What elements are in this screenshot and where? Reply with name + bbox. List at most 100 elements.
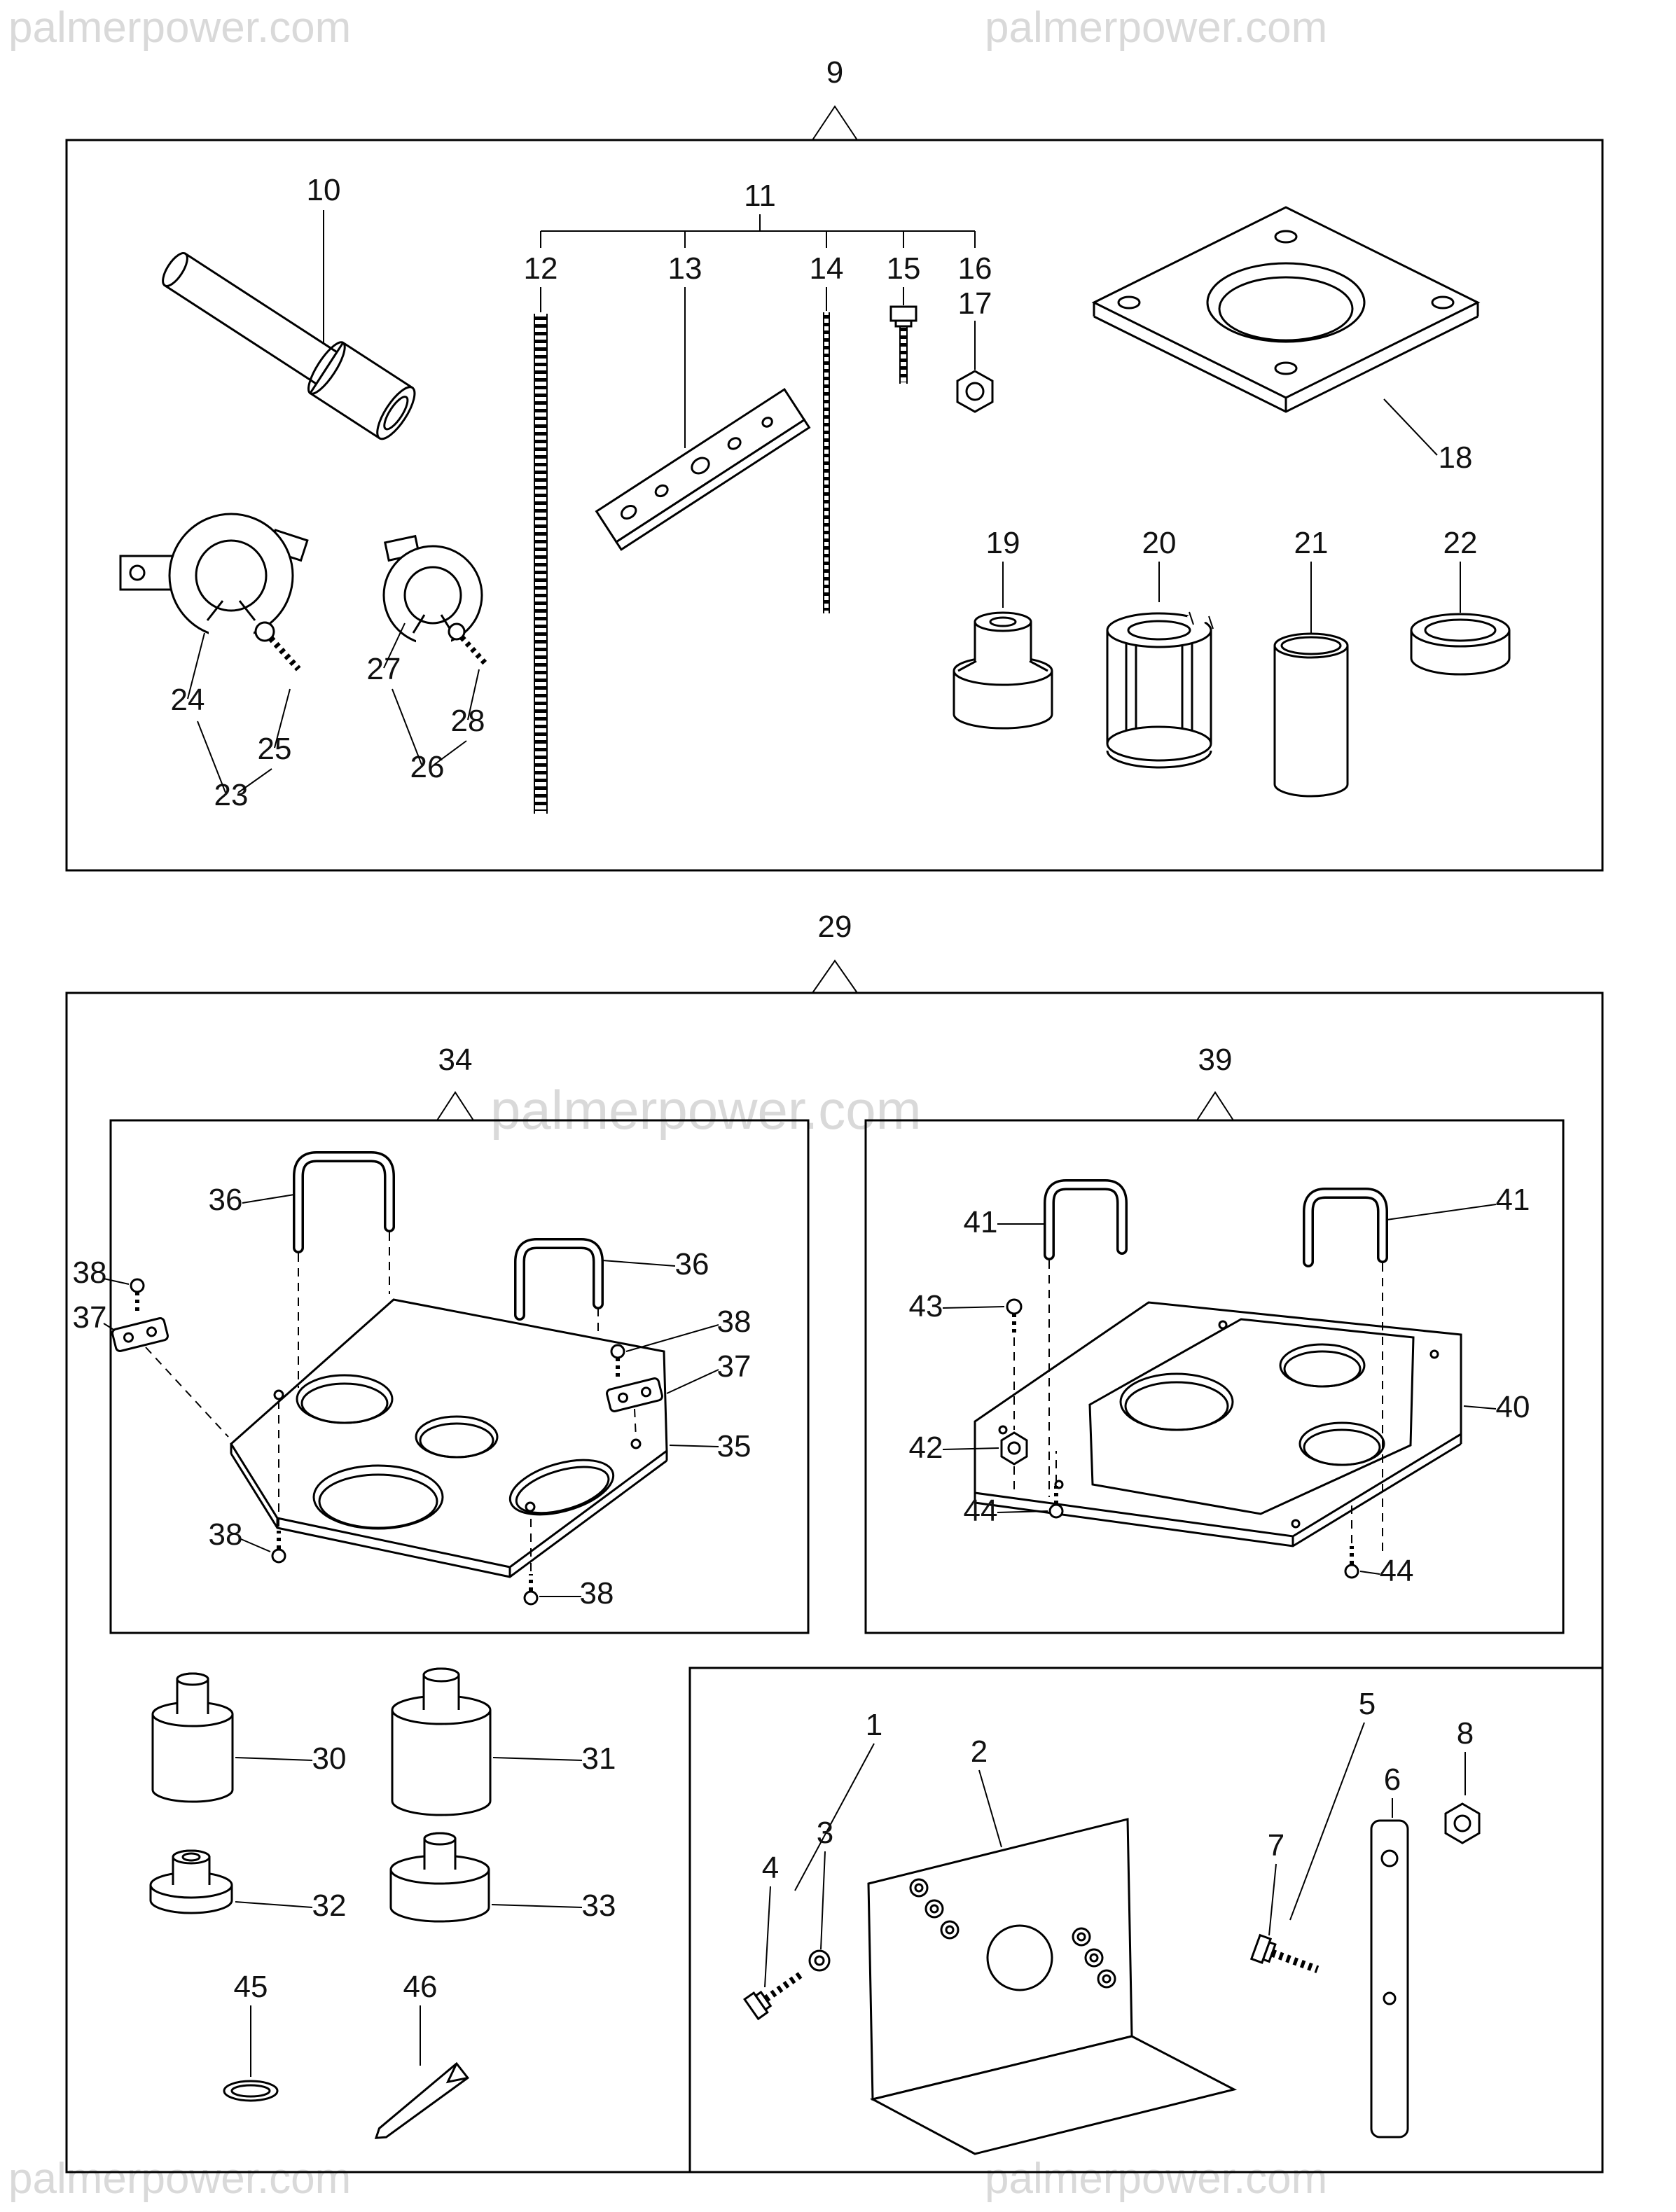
- part-38-bottom-screws-drawing: 38 38: [209, 1399, 614, 1611]
- part-label-34: 34: [438, 1043, 473, 1077]
- part-label-30: 30: [312, 1741, 347, 1776]
- part-label-35: 35: [717, 1429, 752, 1463]
- part-label-36-left: 36: [209, 1183, 243, 1217]
- part-label-41-left: 41: [964, 1205, 998, 1239]
- part-label-38-a: 38: [73, 1255, 107, 1290]
- part-35-drawing: 35: [230, 1298, 752, 1578]
- frame-group-9: [65, 139, 1604, 872]
- part-label-13: 13: [668, 251, 702, 286]
- part-label-25: 25: [258, 732, 292, 766]
- part-label-27: 27: [367, 652, 401, 686]
- part-33-drawing: 33: [389, 1832, 616, 1923]
- part-label-46: 46: [403, 1970, 438, 2004]
- part-label-45: 45: [234, 1970, 268, 2004]
- part-label-16: 16: [958, 251, 992, 286]
- part-label-19: 19: [986, 526, 1020, 560]
- part-14-drawing: [823, 287, 830, 613]
- part-label-41-right: 41: [1496, 1183, 1530, 1217]
- part-label-4: 4: [762, 1851, 779, 1885]
- part-36-handles-drawing: 36 36: [209, 1151, 709, 1388]
- part-41-handles-drawing: 41 41: [964, 1179, 1530, 1556]
- part-label-10: 10: [307, 173, 341, 207]
- part-label-3: 3: [817, 1816, 833, 1850]
- section-label-34: 34: [436, 1043, 474, 1121]
- part-17-drawing: [956, 321, 994, 413]
- part-label-36-right: 36: [675, 1247, 709, 1281]
- part-18-drawing: 18: [1091, 206, 1481, 475]
- watermark-top-left: palmerpower.com: [8, 4, 351, 52]
- part-label-44-b: 44: [1380, 1554, 1414, 1588]
- part-6-7-8-drawing: [1249, 1802, 1481, 2138]
- part-label-28: 28: [451, 704, 485, 738]
- part-46-drawing: 46: [374, 1970, 470, 2139]
- part-30-drawing: 30: [151, 1672, 347, 1803]
- part-15-drawing: [889, 287, 917, 384]
- watermark-center: palmerpower.com: [490, 1079, 922, 1141]
- part-label-7: 7: [1268, 1828, 1284, 1863]
- part-label-8: 8: [1457, 1716, 1474, 1751]
- labels-5-to-8: 5 8 6 7: [1268, 1687, 1474, 1936]
- part-label-14: 14: [810, 251, 844, 286]
- part-21-drawing: 21: [1273, 526, 1349, 798]
- part-22-drawing: 22: [1410, 526, 1511, 676]
- labels-1-to-4: 1 2 3 4: [762, 1708, 1002, 1988]
- part-label-42: 42: [909, 1431, 943, 1465]
- part-label-9: 9: [826, 55, 843, 90]
- part-45-drawing: 45: [223, 1970, 279, 2102]
- section-label-9: 9: [812, 55, 858, 141]
- part-label-17: 17: [958, 286, 992, 321]
- part-label-24: 24: [171, 683, 205, 717]
- part-40-drawing: 40: [974, 1301, 1530, 1547]
- part-25-bolt-drawing: [254, 621, 301, 672]
- part-3-4-drawing: [743, 1949, 831, 2021]
- watermark-top-right: palmerpower.com: [985, 4, 1327, 52]
- part-label-20: 20: [1142, 526, 1177, 560]
- part-label-43: 43: [909, 1289, 943, 1323]
- part-label-11: 11: [744, 179, 776, 213]
- part-label-21: 21: [1294, 526, 1329, 560]
- part-label-6: 6: [1384, 1762, 1401, 1797]
- part-label-39: 39: [1198, 1043, 1233, 1077]
- frame-group-1: [688, 1667, 1604, 2173]
- part-label-1: 1: [866, 1708, 882, 1742]
- part-label-31: 31: [582, 1741, 616, 1776]
- part-label-18: 18: [1439, 440, 1473, 475]
- part-label-15: 15: [887, 251, 921, 286]
- part-label-23: 23: [214, 778, 249, 812]
- part-10-drawing: 10: [162, 173, 416, 440]
- part-20-drawing: 20: [1106, 526, 1214, 769]
- part-label-37-right: 37: [717, 1349, 752, 1384]
- part-label-38-d: 38: [580, 1576, 614, 1611]
- part-label-22: 22: [1443, 526, 1478, 560]
- part-42-43-44-drawing: 43 42 44 44: [909, 1289, 1414, 1588]
- section-label-29: 29: [812, 910, 858, 994]
- watermark-bottom-right: palmerpower.com: [985, 2155, 1327, 2203]
- part-label-33: 33: [582, 1888, 616, 1923]
- part-label-37-left: 37: [73, 1300, 107, 1335]
- part-2-drawing: [867, 1818, 1238, 2155]
- part-24-clamp-drawing: 24 25 23: [119, 513, 309, 812]
- part-37-38-left-drawing: 38 37: [73, 1255, 229, 1438]
- part-27-clamp-drawing: 27 28 26: [367, 534, 488, 784]
- part-label-40: 40: [1496, 1390, 1530, 1424]
- part-31-drawing: 31: [391, 1667, 616, 1816]
- part-37-38-right-drawing: 38 37: [606, 1305, 752, 1439]
- part-label-44-a: 44: [964, 1494, 998, 1528]
- watermark-bottom-left: palmerpower.com: [8, 2155, 351, 2203]
- frame-group-39: [864, 1119, 1565, 1634]
- part-label-5: 5: [1359, 1687, 1376, 1721]
- part-28-bolt-drawing: [448, 622, 488, 666]
- part-13-drawing: [595, 287, 811, 551]
- section-label-39: 39: [1196, 1043, 1234, 1121]
- part-label-12: 12: [524, 251, 558, 286]
- frame-group-34: [109, 1119, 810, 1634]
- part-12-drawing: [534, 287, 548, 814]
- part-32-drawing: 32: [149, 1849, 347, 1923]
- part-label-26: 26: [410, 750, 445, 784]
- part-label-29: 29: [818, 910, 852, 944]
- part-label-32: 32: [312, 1888, 347, 1923]
- part-label-38-b: 38: [717, 1305, 752, 1339]
- part-label-38-c: 38: [209, 1517, 243, 1552]
